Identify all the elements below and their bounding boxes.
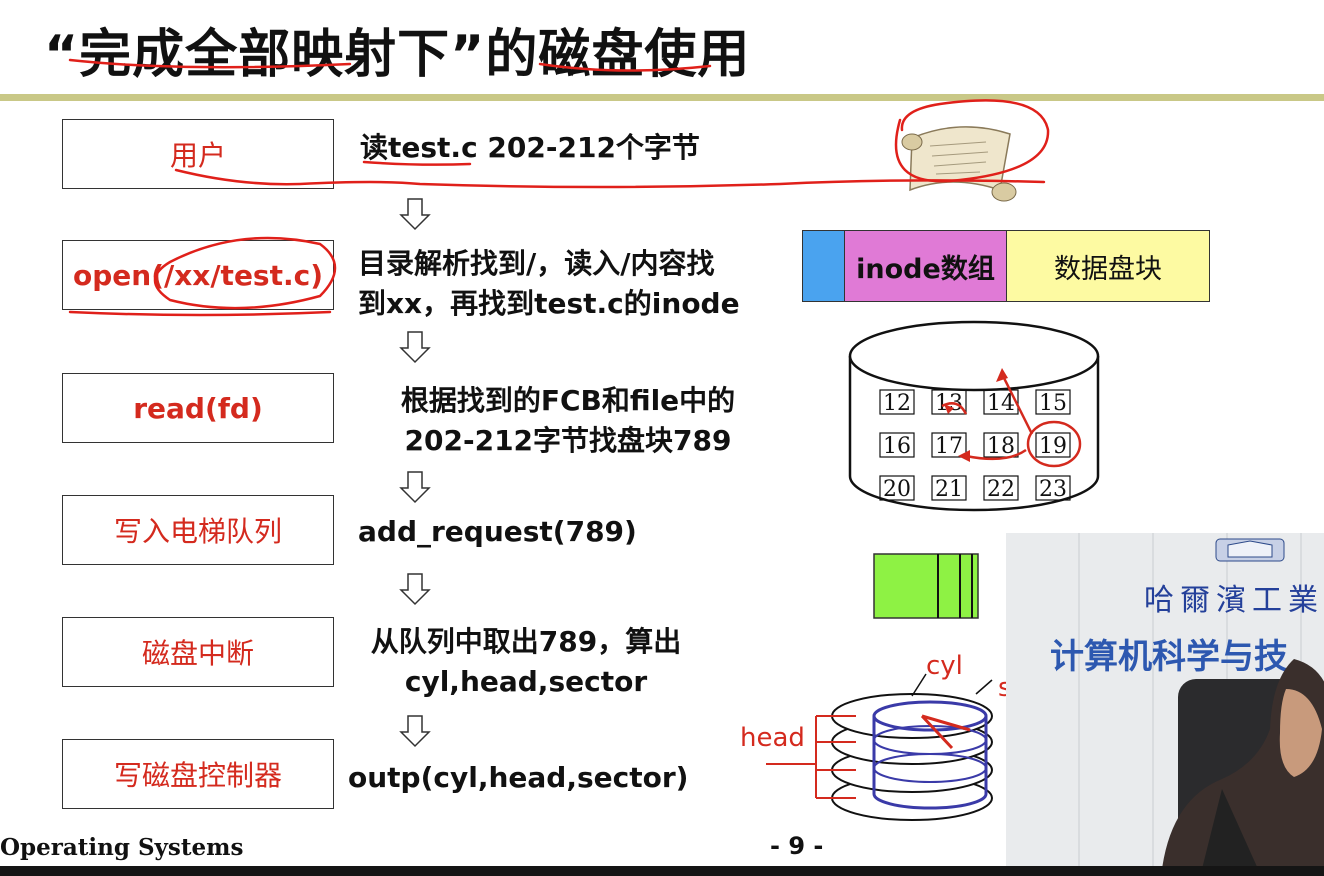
disk-block-label: 18 xyxy=(987,434,1015,459)
disk-block-label: 23 xyxy=(1039,477,1067,502)
bottom-bar xyxy=(0,866,1324,876)
step-box-read: read(fd) xyxy=(62,373,334,443)
disk-block-label: 16 xyxy=(883,434,911,459)
university-emblem-icon xyxy=(1215,538,1285,562)
disk-block-label: 20 xyxy=(883,477,911,502)
course-name: Operating Systems xyxy=(0,834,244,861)
desc-line: outp(cyl,head,sector) xyxy=(348,761,689,794)
desc-line: 目录解析找到/，读入/内容找 xyxy=(358,247,715,280)
scroll-icon xyxy=(901,126,1017,202)
head-label: head xyxy=(740,723,805,753)
disk-block-label: 17 xyxy=(935,434,963,459)
step-box-open: open(/xx/test.c) xyxy=(62,240,334,310)
data-blocks-block: 数据盘块 xyxy=(1007,231,1209,301)
step-desc-disk-interrupt: 从队列中取出789，算出 cyl,head,sector xyxy=(340,622,712,702)
desc-line: 读test.c 202-212个字节 xyxy=(360,131,700,164)
disk-block-label: 22 xyxy=(987,477,1015,502)
disk-block-label: 15 xyxy=(1039,391,1067,416)
disk-block-cell xyxy=(1035,475,1071,501)
disk-block-label: 19 xyxy=(1039,434,1067,459)
down-arrow-icon xyxy=(399,198,431,231)
down-arrow-icon xyxy=(399,715,431,748)
down-arrow-icon xyxy=(399,573,431,606)
disk-block-cell xyxy=(931,389,967,415)
disk-block-cell xyxy=(931,475,967,501)
video-inset: 哈爾濱工業大 计算机科学与技 xyxy=(1006,533,1324,866)
step-desc-read: 根据找到的FCB和file中的 202-212字节找盘块789 xyxy=(368,381,768,461)
desc-line: 根据找到的FCB和file中的 xyxy=(400,384,736,417)
video-sign-line2: 计算机科学与技 xyxy=(1050,637,1288,677)
disk-block-cell xyxy=(931,432,967,458)
step-desc-elevator-queue: add_request(789) xyxy=(358,512,637,552)
step-desc-open: 目录解析找到/，读入/内容找 到xx，再找到test.c的inode xyxy=(358,244,740,324)
boot-block xyxy=(803,231,845,301)
disk-platters-diagram: cyl s head xyxy=(740,651,1012,821)
inode-array-block: inode数组 xyxy=(845,231,1007,301)
disk-block-cell xyxy=(879,389,915,415)
desc-line: add_request(789) xyxy=(358,515,637,548)
step-box-user: 用户 xyxy=(62,119,334,189)
disk-block-cell xyxy=(1035,389,1071,415)
desc-line: 202-212字节找盘块789 xyxy=(404,424,732,457)
slide-title: “完成全部映射下”的磁盘使用 xyxy=(44,25,751,85)
down-arrow-icon xyxy=(399,331,431,364)
down-arrow-icon xyxy=(399,471,431,504)
disk-partition-bar: inode数组 数据盘块 xyxy=(802,230,1210,302)
step-box-elevator-queue: 写入电梯队列 xyxy=(62,495,334,565)
presenter-image xyxy=(1162,659,1324,866)
request-queue-block xyxy=(873,553,979,619)
disk-block-cell xyxy=(1035,432,1071,458)
disk-block-cell xyxy=(983,432,1019,458)
disk-block-label: 12 xyxy=(883,391,911,416)
disk-block-cell xyxy=(983,475,1019,501)
disk-block-label: 14 xyxy=(987,391,1015,416)
desc-line: cyl,head,sector xyxy=(404,665,648,698)
desc-line: 到xx，再找到test.c的inode xyxy=(358,287,740,320)
title-rule xyxy=(0,94,1324,101)
disk-block-cell xyxy=(879,432,915,458)
video-sign-line1: 哈爾濱工業大 xyxy=(1144,583,1324,618)
cyl-label: cyl xyxy=(926,651,963,681)
disk-block-cell xyxy=(983,389,1019,415)
step-box-disk-controller: 写磁盘控制器 xyxy=(62,739,334,809)
step-desc-user: 读test.c 202-212个字节 xyxy=(360,128,700,168)
page-number: - 9 - xyxy=(770,832,824,860)
step-box-disk-interrupt: 磁盘中断 xyxy=(62,617,334,687)
disk-block-cell xyxy=(879,475,915,501)
disk-block-label: 21 xyxy=(935,477,963,502)
desc-line: 从队列中取出789，算出 xyxy=(370,625,682,658)
step-desc-disk-controller: outp(cyl,head,sector) xyxy=(348,758,688,798)
